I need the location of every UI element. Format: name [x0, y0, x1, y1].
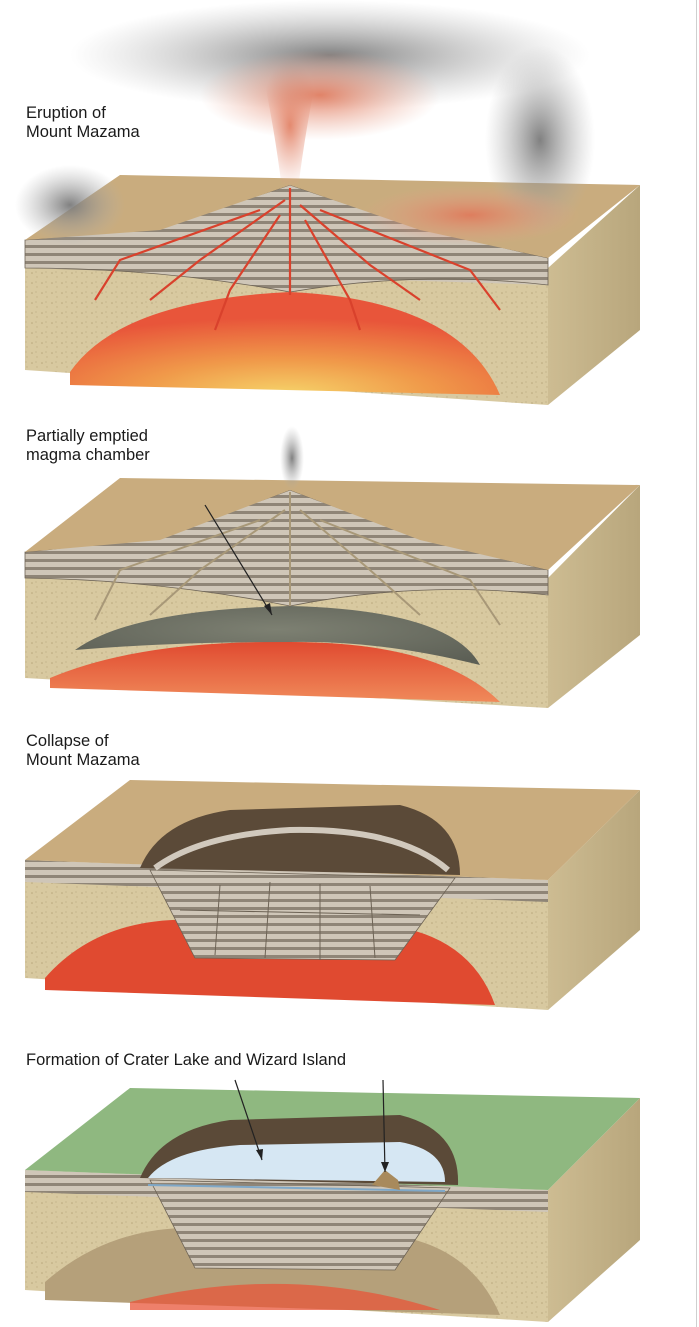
emptied-side-face	[548, 485, 640, 708]
eruption-diagram	[15, 0, 640, 405]
collapse-side-face	[548, 790, 640, 1010]
lake-surface-line	[147, 1184, 446, 1192]
collapse-caldera-rim	[140, 805, 460, 875]
island-leader-arrow	[381, 1162, 389, 1172]
chamber-leader-line	[204, 504, 273, 616]
right-border	[696, 0, 697, 1327]
emptied-dikes	[94, 492, 501, 626]
stage-crater-lake: Formation of Crater Lake and Wizard Isla…	[0, 1010, 699, 1327]
lake-leader-arrow	[256, 1149, 263, 1160]
collapse-diagram	[25, 780, 640, 1010]
eruption-side-face	[548, 185, 640, 405]
ash-flow-right	[360, 185, 580, 245]
lake-side-face	[548, 1098, 640, 1322]
emptied-magma	[50, 641, 500, 702]
collapse-fault-lines	[179, 881, 421, 960]
emptied-terrain	[25, 478, 640, 570]
island-leader-line	[382, 1079, 386, 1173]
eruption-magma-chamber	[70, 292, 500, 395]
lake-leader-line	[234, 1079, 263, 1161]
crater-lake-diagram	[25, 1079, 640, 1322]
ash-cloud-left	[15, 165, 125, 245]
ash-cloud-red	[200, 50, 440, 140]
partially-emptied-diagram	[24, 426, 640, 708]
eruption-magma-dikes	[94, 188, 501, 331]
crater-lake-water	[148, 1142, 445, 1182]
collapse-caldera-walls	[153, 826, 450, 873]
lake-caldera-block	[149, 1179, 451, 1271]
steam-plume	[280, 426, 304, 490]
emptied-chamber-void	[75, 606, 480, 665]
collapse-caldera-block	[149, 869, 456, 961]
crater-lake-caption: Formation of Crater Lake and Wizard Isla…	[26, 1051, 347, 1069]
lake-magma-remnant	[130, 1283, 440, 1310]
chamber-leader-arrow	[264, 603, 272, 615]
wizard-island	[372, 1170, 400, 1190]
